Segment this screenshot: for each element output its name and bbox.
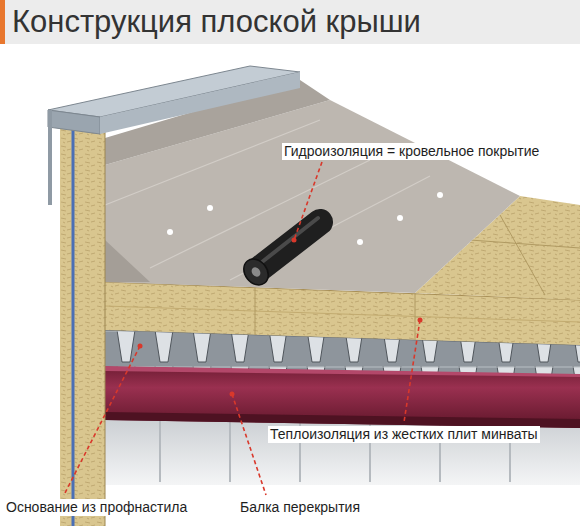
callout-label: Балка перекрытия — [238, 499, 362, 516]
callout-label: Гидроизоляция = кровельное покрытие — [282, 143, 541, 160]
leader-lines — [64, 162, 420, 495]
parapet — [48, 66, 300, 526]
interior — [105, 415, 580, 485]
diagram-title: Конструкция плоской крыши — [12, 3, 421, 40]
leader-dots — [138, 238, 423, 397]
floor-beam — [105, 366, 580, 428]
title-band — [0, 0, 580, 44]
membrane-roll — [239, 218, 320, 290]
title-accent — [0, 0, 5, 44]
callout-label: Теплоизоляция из жестких плит минваты — [268, 426, 540, 443]
callout-label: Основание из профнастила — [4, 499, 189, 516]
